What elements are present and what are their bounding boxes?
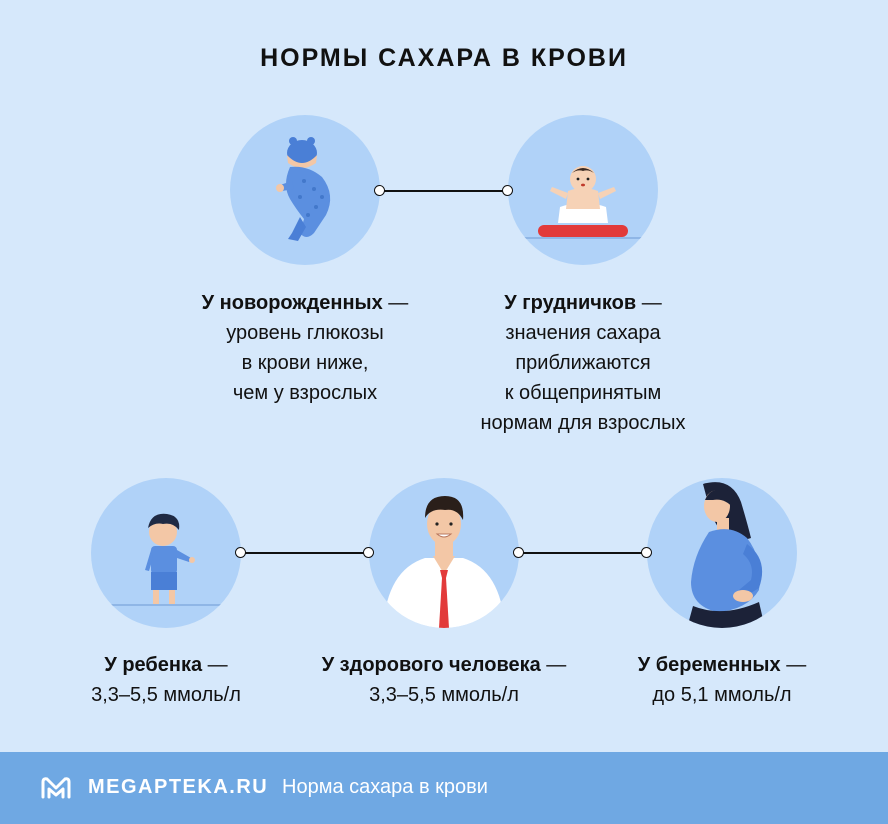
child-illustration [91,478,241,628]
connector-line [244,552,366,554]
caption-heading: У здорового человека [321,654,541,676]
footer-bar [0,752,888,824]
brand-link[interactable]: MEGAPTEKA.RU [88,776,269,798]
caption-value: 3,3–5,5 ммоль/л [91,684,241,706]
connector-dot [502,185,513,196]
adult-man-illustration [369,478,519,628]
caption-newborn: У новорожденных — уровень глюкозы в кров… [175,288,435,408]
caption-value: 3,3–5,5 ммоль/л [369,684,519,706]
page-title: НОРМЫ САХАРА В КРОВИ [260,44,628,72]
caption-line: нормам для взрослых [480,412,686,434]
footer-caption: Норма сахара в крови [282,776,488,798]
connector-dot [235,547,246,558]
connector-line [384,190,508,192]
pregnant-woman-icon [687,482,765,628]
caption-infant: У грудничков — значения сахара приближаю… [443,288,723,438]
caption-line: уровень глюкозы [226,322,384,344]
caption-heading: У грудничков [504,292,637,314]
caption-pregnant: У беременных — до 5,1 ммоль/л [607,650,837,710]
caption-dash: — [382,292,409,314]
adult-man-icon [383,496,505,628]
caption-heading: У новорожденных [201,292,383,314]
caption-dash: — [202,654,228,676]
infant-illustration [508,115,658,265]
caption-line: значения сахара [505,322,661,344]
caption-adult: У здорового человека — 3,3–5,5 ммоль/л [284,650,604,710]
newborn-illustration [230,115,380,265]
connector-line [522,552,644,554]
caption-line: чем у взрослых [232,382,378,404]
connector-dot [363,547,374,558]
connector-dot [374,185,385,196]
megapteka-logo-icon[interactable] [40,776,72,800]
caption-line: в крови ниже, [241,352,369,374]
caption-heading: У беременных [637,654,781,676]
caption-value: до 5,1 ммоль/л [652,684,792,706]
caption-heading: У ребенка [104,654,203,676]
child-icon [111,513,221,606]
caption-dash: — [780,654,807,676]
caption-child: У ребенка — 3,3–5,5 ммоль/л [56,650,276,710]
caption-line: приближаются [515,352,651,374]
newborn-icon [276,137,331,241]
connector-dot [641,547,652,558]
infant-icon [508,166,658,239]
caption-line: к общепринятым [504,382,662,404]
pregnant-woman-illustration [647,478,797,628]
caption-dash: — [540,654,567,676]
connector-dot [513,547,524,558]
caption-dash: — [636,292,662,314]
